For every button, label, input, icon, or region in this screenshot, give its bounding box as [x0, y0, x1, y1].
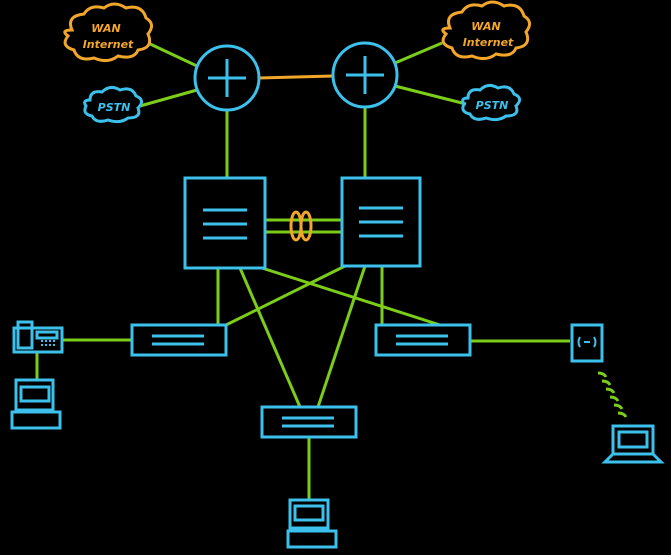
- access-switch-bottom[interactable]: [260, 405, 358, 439]
- router-icon: [346, 56, 384, 94]
- ip-phone-icon[interactable]: [12, 320, 64, 354]
- desktop-pc-icon[interactable]: [10, 378, 62, 430]
- core-switch-right[interactable]: [340, 176, 422, 268]
- switch-icon: [152, 334, 204, 346]
- link-wan-right-router: [394, 41, 443, 65]
- cloud-label: WAN: [91, 22, 120, 35]
- access-switch-right[interactable]: [374, 323, 472, 357]
- cloud-wan-internet-left[interactable]: WAN Internet: [63, 2, 153, 63]
- link-router-router: [258, 74, 334, 80]
- wireless-signal-icon: [597, 371, 628, 418]
- cloud-pstn-right[interactable]: PSTN: [461, 83, 521, 122]
- switch-icon: [203, 208, 247, 240]
- router-left[interactable]: [193, 44, 261, 112]
- cloud-label: PSTN: [98, 101, 131, 114]
- core-switch-left[interactable]: [183, 176, 267, 270]
- switch-icon: [282, 416, 334, 428]
- link-wan-left-router: [147, 41, 198, 68]
- link-pstn-left-router: [139, 88, 198, 108]
- switch-icon: [359, 206, 403, 238]
- etherchannel-icon-2: [299, 210, 313, 242]
- wireless-access-point-icon[interactable]: [570, 323, 604, 363]
- access-switch-left[interactable]: [130, 323, 228, 357]
- links: [35, 41, 628, 500]
- switch-icon: [396, 334, 448, 346]
- cloud-label: WAN: [471, 20, 500, 33]
- link-core-left-access-bottom: [238, 267, 302, 408]
- cloud-label: PSTN: [476, 99, 509, 112]
- cloud-label: Internet: [463, 36, 514, 49]
- link-core-left-access-right: [261, 266, 441, 327]
- cloud-wan-internet-right[interactable]: WAN Internet: [441, 0, 531, 61]
- cloud-label: Internet: [83, 38, 134, 51]
- laptop-icon[interactable]: [601, 424, 665, 464]
- router-right[interactable]: [331, 41, 399, 109]
- link-pstn-right-router: [394, 84, 467, 106]
- desktop-pc-icon[interactable]: [286, 498, 338, 549]
- router-icon: [208, 59, 246, 97]
- link-core-right-access-bottom: [316, 265, 367, 408]
- cloud-pstn-left[interactable]: PSTN: [83, 85, 143, 124]
- link-core-right-access-left: [225, 264, 346, 327]
